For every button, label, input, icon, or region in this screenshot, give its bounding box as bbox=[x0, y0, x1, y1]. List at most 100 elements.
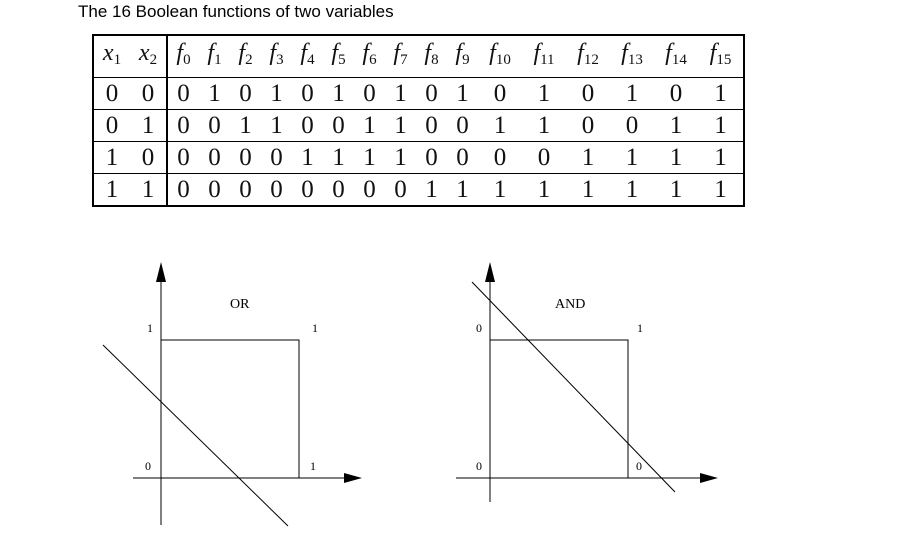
header-func-f3: f3 bbox=[261, 35, 292, 78]
output-cell: 0 bbox=[332, 176, 345, 203]
header-func-f14: f14 bbox=[654, 35, 698, 78]
header-symbol: x bbox=[102, 40, 114, 66]
header-subscript: 15 bbox=[716, 52, 732, 68]
output-cell: 1 bbox=[714, 176, 727, 203]
header-subscript: 3 bbox=[276, 52, 284, 68]
input-cell: 0 bbox=[130, 141, 167, 174]
output-cell: 1 bbox=[385, 109, 416, 142]
header-func-f2: f2 bbox=[230, 35, 261, 78]
header-var-x2: x2 bbox=[130, 35, 167, 78]
header-subscript: 1 bbox=[214, 52, 222, 68]
output-cell: 1 bbox=[425, 176, 438, 203]
output-cell: 1 bbox=[698, 77, 744, 110]
header-func-f9: f9 bbox=[447, 35, 478, 78]
output-cell: 1 bbox=[610, 141, 654, 174]
output-cell: 0 bbox=[292, 77, 323, 110]
output-cell: 1 bbox=[261, 77, 292, 110]
header-subscript: 7 bbox=[400, 52, 408, 68]
header-subscript: 9 bbox=[462, 52, 470, 68]
output-cell: 1 bbox=[199, 77, 230, 110]
output-cell: 0 bbox=[566, 109, 610, 142]
input-cell: 0 bbox=[93, 109, 130, 142]
output-cell: 0 bbox=[208, 176, 221, 203]
header-subscript: 13 bbox=[627, 52, 643, 68]
header-symbol: f bbox=[238, 40, 246, 66]
header-symbol: f bbox=[207, 40, 215, 66]
output-cell: 0 bbox=[416, 109, 447, 142]
output-cell: 1 bbox=[230, 109, 261, 142]
output-cell: 1 bbox=[323, 77, 354, 110]
header-func-f13: f13 bbox=[610, 35, 654, 78]
or-corner-bottom-right: 1 bbox=[310, 459, 316, 473]
output-cell: 0 bbox=[166, 173, 199, 206]
header-symbol: f bbox=[300, 40, 308, 66]
header-func-f10: f10 bbox=[478, 35, 522, 78]
header-func-f1: f1 bbox=[199, 35, 230, 78]
header-symbol: f bbox=[331, 40, 339, 66]
output-cell: 1 bbox=[478, 109, 522, 142]
output-cell: 1 bbox=[261, 109, 292, 142]
output-cell: 1 bbox=[610, 77, 654, 110]
output-cell: 0 bbox=[416, 141, 447, 174]
output-cell: 1 bbox=[625, 176, 639, 203]
input-cell: 1 bbox=[93, 141, 130, 174]
output-cell: 1 bbox=[522, 77, 566, 110]
output-cell: 0 bbox=[166, 109, 199, 142]
output-cell: 1 bbox=[354, 141, 385, 174]
header-symbol: f bbox=[577, 40, 584, 66]
header-subscript: 10 bbox=[495, 52, 511, 68]
page-title: The 16 Boolean functions of two variable… bbox=[78, 2, 394, 21]
or-corner-bottom-left: 0 bbox=[145, 459, 151, 473]
output-cell: 0 bbox=[416, 77, 447, 110]
output-cell: 1 bbox=[537, 176, 551, 203]
or-corner-top-left: 1 bbox=[147, 321, 153, 335]
header-func-f6: f6 bbox=[354, 35, 385, 78]
header-symbol: f bbox=[665, 40, 672, 66]
header-var-x1: x1 bbox=[93, 35, 130, 78]
or-unit-square bbox=[160, 339, 300, 479]
header-func-f7: f7 bbox=[385, 35, 416, 78]
header-subscript: 0 bbox=[183, 52, 191, 68]
output-cell: 0 bbox=[363, 176, 376, 203]
output-cell: 1 bbox=[292, 141, 323, 174]
header-subscript: 6 bbox=[369, 52, 377, 68]
output-cell: 0 bbox=[301, 176, 314, 203]
header-symbol: f bbox=[533, 40, 541, 66]
output-cell: 0 bbox=[323, 109, 354, 142]
output-cell: 0 bbox=[230, 141, 261, 174]
header-func-f11: f11 bbox=[522, 35, 566, 78]
and-corner-top-right: 1 bbox=[637, 321, 643, 335]
input-cell: 0 bbox=[93, 77, 130, 110]
header-func-f15: f15 bbox=[698, 35, 744, 78]
output-cell: 1 bbox=[669, 176, 683, 203]
header-func-f8: f8 bbox=[416, 35, 447, 78]
header-symbol: x bbox=[138, 40, 150, 66]
header-func-f5: f5 bbox=[323, 35, 354, 78]
and-x-axis-arrow bbox=[700, 473, 718, 483]
output-cell: 0 bbox=[478, 77, 522, 110]
output-cell: 1 bbox=[654, 109, 698, 142]
and-separating-line bbox=[471, 281, 676, 493]
output-cell: 0 bbox=[230, 77, 261, 110]
header-symbol: f bbox=[424, 40, 432, 66]
output-cell: 0 bbox=[199, 109, 230, 142]
header-symbol: f bbox=[362, 40, 370, 66]
output-cell: 1 bbox=[522, 109, 566, 142]
and-unit-square bbox=[489, 339, 629, 479]
output-cell: 1 bbox=[354, 109, 385, 142]
header-symbol: f bbox=[269, 40, 277, 66]
header-subscript: 4 bbox=[307, 52, 315, 68]
output-cell: 1 bbox=[447, 77, 478, 110]
and-label: AND bbox=[555, 297, 585, 312]
output-cell: 0 bbox=[354, 77, 385, 110]
header-subscript: 2 bbox=[245, 52, 253, 68]
header-subscript: 2 bbox=[149, 52, 158, 68]
output-cell: 1 bbox=[698, 109, 744, 142]
output-cell: 0 bbox=[199, 141, 230, 174]
or-x-axis-arrow bbox=[344, 473, 362, 483]
output-cell: 0 bbox=[478, 141, 522, 174]
